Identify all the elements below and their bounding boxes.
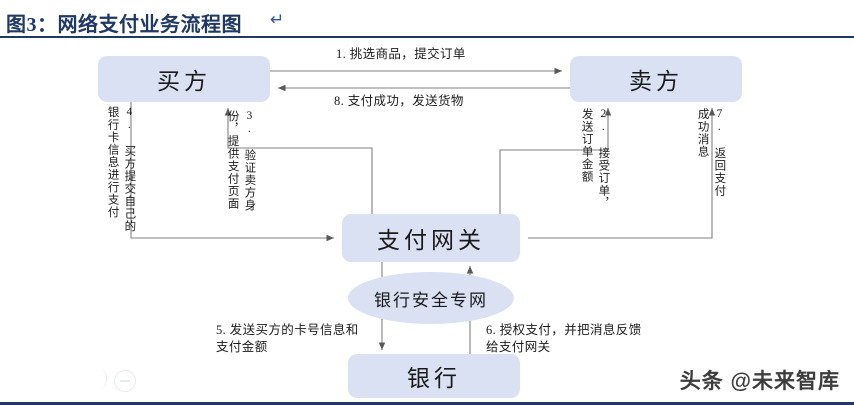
title-bar: 图3：网络支付业务流程图 ↵ [0,8,854,38]
page-title: 图3：网络支付业务流程图 [6,14,242,36]
node-seller[interactable]: 卖方 [570,56,742,102]
edge-label-3: 3. 验证卖方身份，提供支付页面 [226,110,256,212]
ring-icon [114,370,136,392]
node-payment-gateway[interactable]: 支付网关 [342,214,520,262]
node-bank[interactable]: 银行 [348,354,520,398]
watermark-toutiao: 头条 @未来智库 [679,370,840,393]
edge-label-7: 7. 返回支付成功消息 [696,108,726,197]
edge-label-6: 6. 授权支付，并把消息反馈 给支付网关 [486,323,642,354]
faint-logo-watermark [88,369,148,392]
edge-label-8: 8. 支付成功，发送货物 [334,94,464,108]
swoosh-icon [94,369,107,389]
edge-label-1: 1. 挑选商品，提交订单 [336,47,466,61]
edge-label-4: 4. 买方提交自己的银行卡信息进行支付 [106,106,136,233]
paragraph-return-icon: ↵ [270,10,285,30]
edge-label-5: 5. 发送买方的卡号信息和 支付金额 [216,323,359,354]
node-bank-secure-network[interactable]: 银行安全专网 [348,272,514,324]
edge-7-line [528,108,716,239]
edge-label-2: 2. 接受订单，发送订单金额 [580,108,610,210]
title-divider [0,36,854,38]
flowchart-canvas: 买方 卖方 支付网关 银行安全专网 银行 1. 挑选商品，提交订单 8. 支付成… [0,40,854,402]
bottom-divider [0,402,854,405]
node-buyer[interactable]: 买方 [98,56,270,102]
